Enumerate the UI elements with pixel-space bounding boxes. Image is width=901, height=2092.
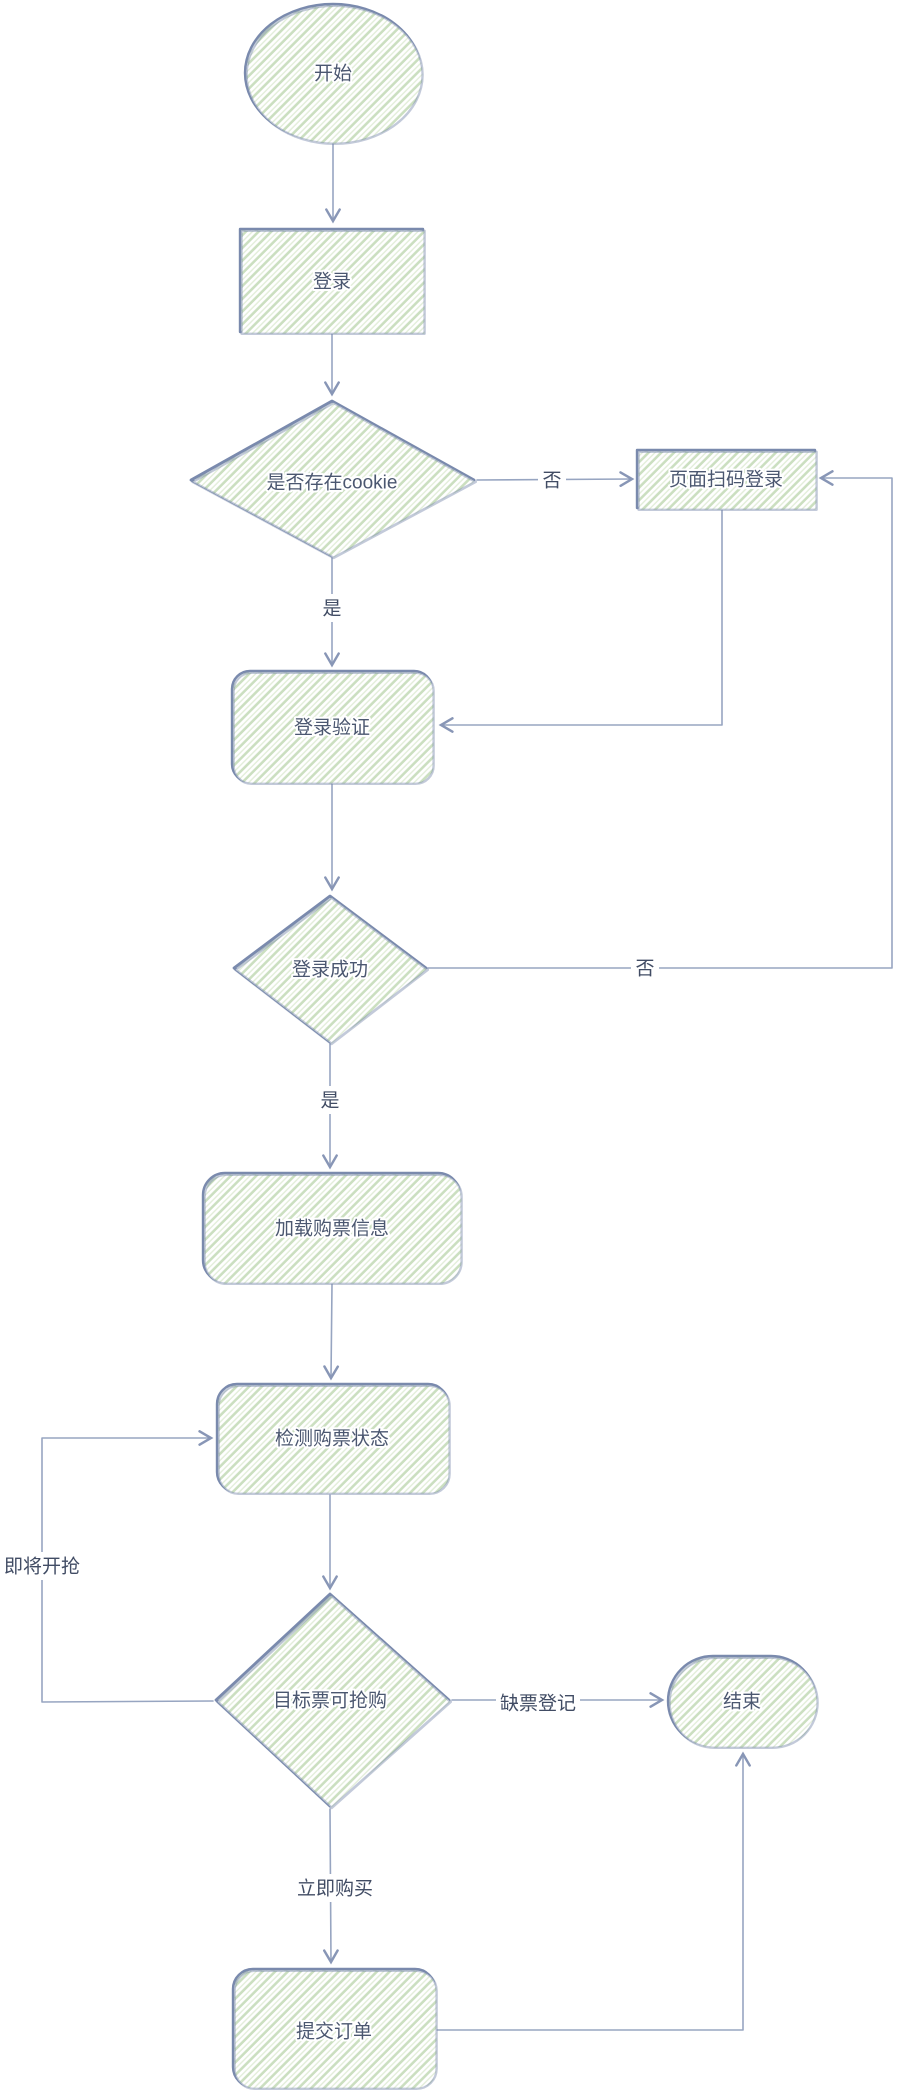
node-login-verify: 登录验证 xyxy=(230,669,435,785)
node-start: 开始 xyxy=(243,2,424,146)
node-detect-ticket-status: 检测购票状态 xyxy=(215,1382,451,1496)
edge-label-success-yes: 是 xyxy=(316,1086,344,1114)
edge-label-bg xyxy=(316,1086,344,1114)
node-login-success: 登录成功 xyxy=(232,894,430,1046)
edge-label-text: 是 xyxy=(320,1091,339,1112)
edge-label-text: 是 xyxy=(322,599,341,620)
node-scan-login: 页面扫码登录 xyxy=(635,448,818,511)
login-verify-label: 登录验证 xyxy=(294,717,370,739)
login-label: 登录 xyxy=(313,271,351,293)
nodes: 开始 登录 是否存在cookie 页面扫码登录 登录验证 登录成功 xyxy=(189,2,819,2091)
edge-label-soon-start: 即将开抢 xyxy=(0,1552,84,1580)
edge-label-success-no: 否 xyxy=(631,954,659,982)
target-available-label: 目标票可抢购 xyxy=(273,1690,387,1712)
edge-label-text: 即将开抢 xyxy=(4,1556,80,1578)
login-success-label: 登录成功 xyxy=(292,959,368,981)
end-label: 结束 xyxy=(723,1691,761,1713)
edge-labels: 否 是 否 是 即将开抢 缺票登记 立即购买 xyxy=(0,466,659,1902)
node-end: 结束 xyxy=(666,1654,819,1750)
node-submit-order: 提交订单 xyxy=(231,1967,438,2091)
edge-label-bg xyxy=(631,954,659,982)
node-cookie-check: 是否存在cookie xyxy=(189,399,478,560)
scan-login-label: 页面扫码登录 xyxy=(669,469,783,491)
edge-label-text: 缺票登记 xyxy=(500,1693,576,1715)
edge-label-text: 立即购买 xyxy=(297,1878,373,1900)
edge-loadinfo-detect[interactable] xyxy=(323,1283,340,1381)
start-label: 开始 xyxy=(314,63,352,85)
edge-label-bg xyxy=(496,1689,580,1717)
edge-label-buy-now: 立即购买 xyxy=(293,1874,377,1902)
detect-ticket-status-label: 检测购票状态 xyxy=(275,1428,389,1450)
node-login: 登录 xyxy=(238,227,426,335)
edge-label-cookie-yes: 是 xyxy=(318,594,346,622)
submit-order-label: 提交订单 xyxy=(296,2021,372,2043)
edge-label-bg xyxy=(293,1874,377,1902)
edge-label-text: 否 xyxy=(542,471,561,492)
cookie-check-label: 是否存在cookie xyxy=(267,472,398,494)
edge-label-text: 否 xyxy=(635,959,654,980)
edge-scanlogin-verify[interactable] xyxy=(438,509,723,733)
node-target-available: 目标票可抢购 xyxy=(214,1592,453,1810)
edge-submit-end[interactable] xyxy=(435,1751,751,2031)
edge-label-bg xyxy=(538,466,566,494)
node-load-ticket-info: 加载购票信息 xyxy=(201,1171,463,1286)
edge-label-cookie-no: 否 xyxy=(538,466,566,494)
edge-success-scanlogin[interactable] xyxy=(427,470,893,969)
edge-label-bg xyxy=(318,594,346,622)
load-ticket-info-label: 加载购票信息 xyxy=(275,1218,389,1240)
edge-label-no-ticket-register: 缺票登记 xyxy=(496,1689,580,1717)
edge-label-bg xyxy=(0,1552,84,1580)
